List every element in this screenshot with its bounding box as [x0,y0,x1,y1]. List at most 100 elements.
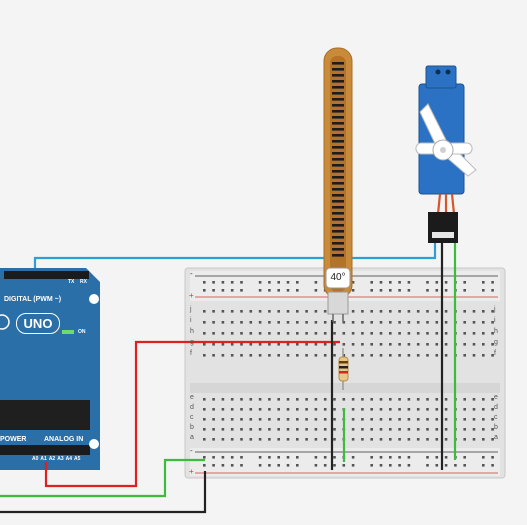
breadboard-hole[interactable] [379,281,383,284]
breadboard-hole[interactable] [426,438,429,441]
breadboard-hole[interactable] [240,456,243,459]
breadboard-hole[interactable] [258,418,262,421]
breadboard-hole[interactable] [212,418,215,421]
breadboard-hole[interactable] [435,456,439,459]
breadboard-hole[interactable] [491,321,494,324]
breadboard-hole[interactable] [230,343,234,346]
breadboard-hole[interactable] [389,464,392,467]
breadboard-hole[interactable] [463,332,466,335]
breadboard-hole[interactable] [230,332,234,335]
breadboard-hole[interactable] [305,354,308,357]
breadboard-hole[interactable] [361,398,364,401]
breadboard-hole[interactable] [305,310,308,313]
breadboard-hole[interactable] [268,332,271,335]
breadboard-hole[interactable] [212,464,215,467]
breadboard-hole[interactable] [435,321,439,324]
breadboard-hole[interactable] [370,281,373,284]
breadboard-hole[interactable] [407,398,411,401]
breadboard-hole[interactable] [258,321,262,324]
breadboard-hole[interactable] [314,464,318,467]
breadboard-hole[interactable] [491,398,494,401]
breadboard-hole[interactable] [212,281,215,284]
breadboard-hole[interactable] [491,310,494,313]
breadboard-hole[interactable] [286,354,290,357]
breadboard-hole[interactable] [426,464,429,467]
breadboard-hole[interactable] [342,332,346,335]
breadboard-hole[interactable] [277,418,280,421]
breadboard-hole[interactable] [323,398,327,401]
breadboard-hole[interactable] [426,418,429,421]
breadboard-hole[interactable] [398,464,401,467]
breadboard-hole[interactable] [416,332,420,335]
breadboard-hole[interactable] [212,354,215,357]
breadboard-hole[interactable] [258,343,262,346]
breadboard-hole[interactable] [435,438,439,441]
breadboard-hole[interactable] [361,310,364,313]
breadboard-hole[interactable] [426,281,429,284]
breadboard-hole[interactable] [286,464,290,467]
breadboard-hole[interactable] [435,464,439,467]
breadboard-hole[interactable] [482,289,485,292]
breadboard-hole[interactable] [230,428,234,431]
breadboard-hole[interactable] [444,428,448,431]
breadboard-hole[interactable] [296,408,299,411]
breadboard-hole[interactable] [416,398,420,401]
breadboard-hole[interactable] [389,321,392,324]
breadboard-hole[interactable] [230,321,234,324]
breadboard-hole[interactable] [296,321,299,324]
breadboard-hole[interactable] [351,464,355,467]
breadboard-hole[interactable] [286,438,290,441]
breadboard-hole[interactable] [444,456,448,459]
breadboard-hole[interactable] [296,332,299,335]
breadboard-hole[interactable] [286,408,290,411]
breadboard-hole[interactable] [463,321,466,324]
breadboard-hole[interactable] [482,310,485,313]
breadboard-hole[interactable] [398,456,401,459]
breadboard-hole[interactable] [221,428,225,431]
breadboard-hole[interactable] [416,310,420,313]
breadboard-hole[interactable] [212,456,215,459]
breadboard-hole[interactable] [472,398,476,401]
breadboard-hole[interactable] [435,408,439,411]
breadboard-hole[interactable] [230,281,234,284]
breadboard-hole[interactable] [268,438,271,441]
breadboard-hole[interactable] [482,464,485,467]
breadboard-hole[interactable] [314,428,318,431]
breadboard-hole[interactable] [268,428,271,431]
breadboard-hole[interactable] [491,281,494,284]
breadboard-hole[interactable] [212,428,215,431]
breadboard-hole[interactable] [472,354,476,357]
breadboard-hole[interactable] [230,438,234,441]
breadboard-hole[interactable] [240,310,243,313]
breadboard-hole[interactable] [249,332,253,335]
breadboard-hole[interactable] [333,321,336,324]
breadboard-hole[interactable] [268,418,271,421]
breadboard-hole[interactable] [212,310,215,313]
breadboard-hole[interactable] [305,428,308,431]
breadboard-hole[interactable] [203,289,206,292]
breadboard-hole[interactable] [379,456,383,459]
breadboard-hole[interactable] [482,354,485,357]
breadboard-hole[interactable] [258,354,262,357]
breadboard-hole[interactable] [426,343,429,346]
breadboard-hole[interactable] [389,332,392,335]
breadboard-hole[interactable] [240,438,243,441]
breadboard-hole[interactable] [333,408,336,411]
breadboard-hole[interactable] [389,438,392,441]
breadboard-hole[interactable] [444,464,448,467]
breadboard-hole[interactable] [379,343,383,346]
breadboard-hole[interactable] [407,310,411,313]
breadboard-hole[interactable] [323,464,327,467]
breadboard-hole[interactable] [221,418,225,421]
breadboard-hole[interactable] [240,281,243,284]
breadboard-hole[interactable] [286,456,290,459]
breadboard-hole[interactable] [407,418,411,421]
breadboard-hole[interactable] [314,408,318,411]
breadboard-hole[interactable] [203,281,206,284]
breadboard-hole[interactable] [361,418,364,421]
breadboard-hole[interactable] [351,428,355,431]
breadboard-hole[interactable] [212,343,215,346]
breadboard-hole[interactable] [351,343,355,346]
breadboard-hole[interactable] [305,332,308,335]
breadboard-hole[interactable] [240,289,243,292]
